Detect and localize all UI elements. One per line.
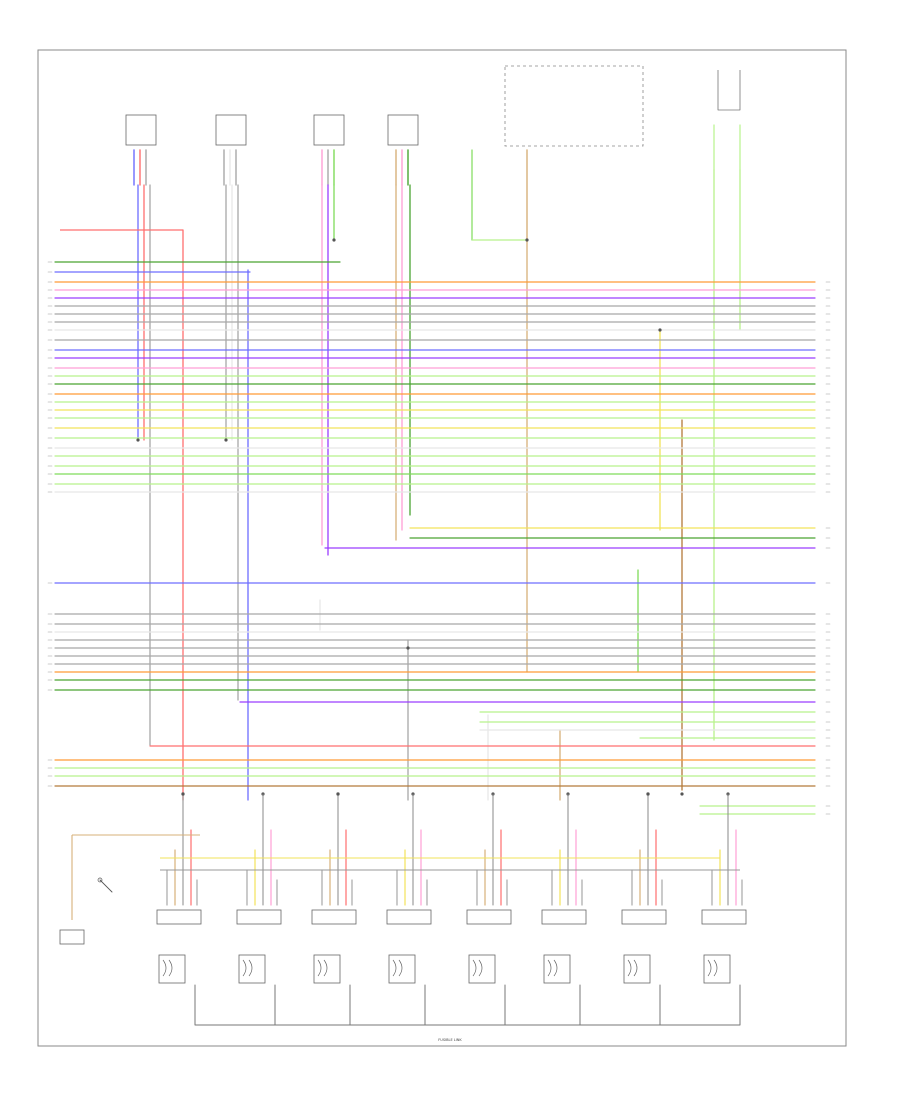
sensor-connector-4 bbox=[387, 114, 419, 146]
top-connectors bbox=[125, 65, 741, 241]
coil-connector-2 bbox=[236, 909, 282, 925]
battery bbox=[59, 929, 85, 945]
coil-connector-3 bbox=[311, 909, 357, 925]
ignition-coil-3 bbox=[313, 954, 341, 984]
coil-winding-icon bbox=[392, 959, 403, 977]
ignition-coil-5 bbox=[468, 954, 496, 984]
coil-connector-8 bbox=[701, 909, 747, 925]
splice-dot bbox=[406, 646, 410, 650]
coil-winding-icon bbox=[242, 959, 253, 977]
diagram-frame bbox=[37, 49, 847, 1047]
splice-dot bbox=[646, 792, 650, 796]
ignition-coil-1 bbox=[158, 954, 186, 984]
splice-dot bbox=[658, 328, 662, 332]
control-module-outline bbox=[504, 65, 644, 147]
coil-connector-6 bbox=[541, 909, 587, 925]
coil-connector-5 bbox=[466, 909, 512, 925]
coil-connector-1 bbox=[156, 909, 202, 925]
splice-dot bbox=[525, 238, 529, 242]
coil-winding-icon bbox=[707, 959, 718, 977]
ignition-coil-7 bbox=[623, 954, 651, 984]
coil-connector-7 bbox=[621, 909, 667, 925]
splice-dot bbox=[136, 438, 140, 442]
ignition-coil-2 bbox=[238, 954, 266, 984]
ignition-coil-8 bbox=[703, 954, 731, 984]
coil-winding-icon bbox=[472, 959, 483, 977]
ignition-coil-6 bbox=[543, 954, 571, 984]
switch-icon bbox=[99, 879, 113, 893]
sensor-connector-3 bbox=[313, 114, 345, 146]
splice-dot bbox=[224, 438, 228, 442]
relay-bracket bbox=[717, 70, 741, 111]
sensor-connector-1 bbox=[125, 114, 157, 146]
coil-winding-icon bbox=[547, 959, 558, 977]
coil-connector-4 bbox=[386, 909, 432, 925]
sensor-connector-2 bbox=[215, 114, 247, 146]
splice-dot bbox=[181, 792, 185, 796]
horizontal-wires bbox=[47, 229, 831, 815]
splice-dot bbox=[332, 238, 336, 242]
splice-dot bbox=[680, 792, 684, 796]
coil-winding-icon bbox=[627, 959, 638, 977]
fusible-link-label: FUSIBLE LINK bbox=[438, 1038, 462, 1042]
coil-winding-icon bbox=[162, 959, 173, 977]
ignition-coil-4 bbox=[388, 954, 416, 984]
switch-contact-icon bbox=[97, 877, 103, 883]
coil-winding-icon bbox=[317, 959, 328, 977]
components bbox=[59, 238, 747, 984]
bottom-wires bbox=[71, 792, 743, 1026]
splice-dot bbox=[336, 792, 340, 796]
